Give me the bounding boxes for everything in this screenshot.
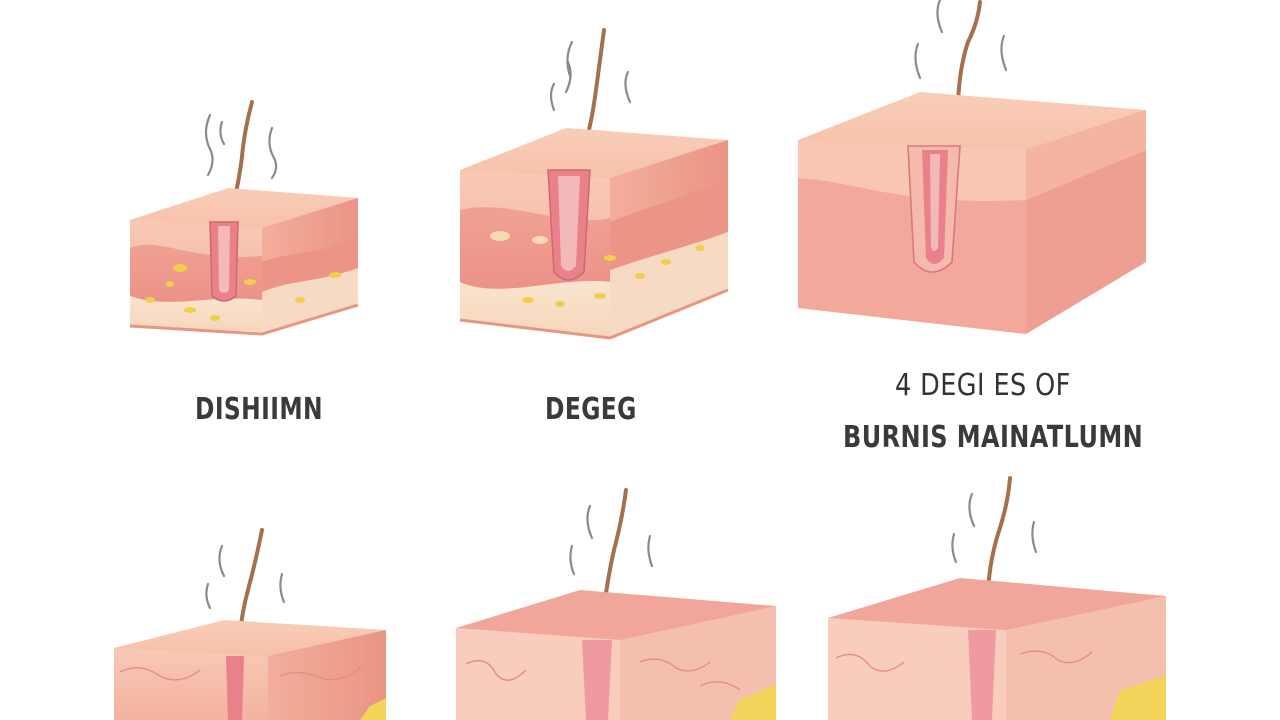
fat-globule-icon: [490, 231, 705, 307]
smoke-wisp-icon: [569, 504, 654, 576]
hair-strand-icon: [956, 0, 982, 114]
hair-strand-icon: [584, 28, 606, 144]
burn-block-3: [798, 0, 1146, 334]
burn-block-5: [456, 488, 776, 720]
burn-block-1: [129, 100, 359, 336]
burn-block-6: [828, 476, 1166, 720]
hair-follicle: [968, 630, 996, 720]
smoke-wisp-icon: [205, 544, 286, 610]
smoke-wisp-icon: [951, 492, 1038, 564]
hair-strand-icon: [986, 476, 1012, 592]
title-line-1: 4 DEGI ES OF: [895, 368, 1071, 403]
dermis-layer: [798, 178, 1026, 334]
hair-follicle: [582, 640, 612, 720]
hair-follicle: [226, 656, 244, 720]
burn-block-2: [459, 28, 729, 340]
hair-strand-icon: [232, 100, 254, 201]
burn-block-4: [114, 528, 386, 720]
smoke-wisp-icon: [204, 113, 278, 180]
panel-1-label: DISHIIMN: [195, 392, 323, 427]
fat-globule-icon: [145, 264, 341, 321]
smoke-wisp-icon: [549, 40, 632, 112]
hair-strand-icon: [238, 528, 264, 636]
title-line-2: BURNIS MAINATLUMN: [843, 420, 1144, 455]
smoke-wisp-icon: [914, 0, 1008, 80]
fat-layer: [130, 296, 262, 332]
panel-2-label: DEGEG: [545, 392, 637, 427]
hair-strand-icon: [602, 488, 628, 610]
